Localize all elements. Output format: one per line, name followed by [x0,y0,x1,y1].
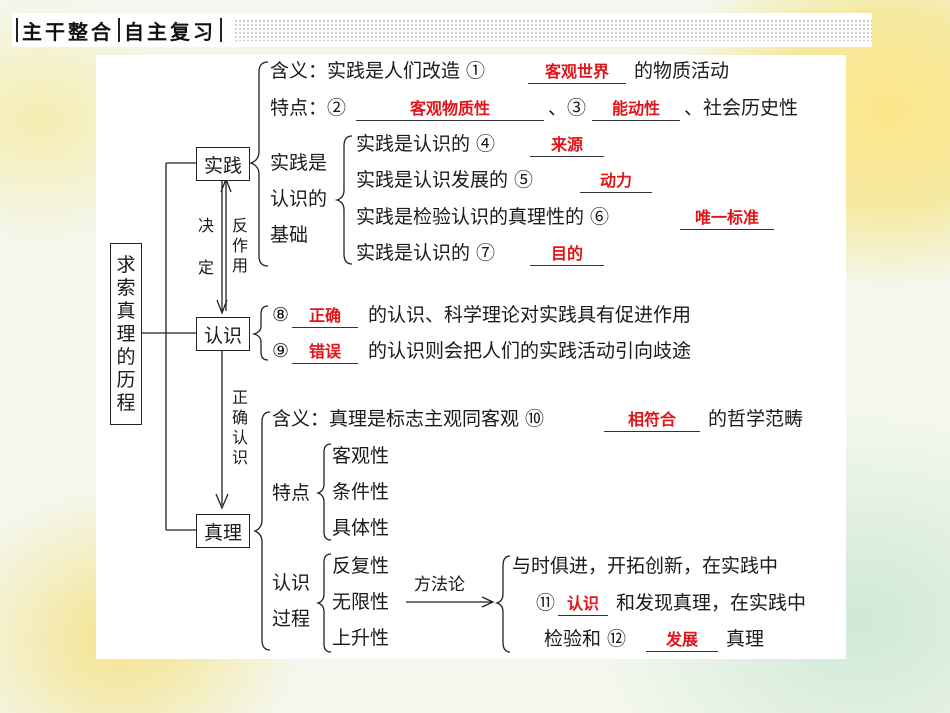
cognition-line2-prefix: ⑨ [272,340,290,362]
answer-5: 动力 [580,171,652,193]
basis-item-prefix: 实践是检验认识的真理性的 ⑥ [356,206,610,228]
method-line3-prefix: 检验和 ⑫ [544,628,627,650]
correct-char: 认 [232,428,249,447]
truth-features-label: 特点 [272,482,311,504]
answer-6: 唯一标准 [680,208,774,230]
answer-7: 目的 [530,244,604,266]
root-char: 索 [116,276,136,299]
truth-feature-item: 条件性 [332,481,390,503]
basis-label-line: 实践是 [270,152,328,174]
truth-meaning-suffix: 的哲学范畴 [708,408,804,430]
method-line1: 与时俱进，开拓创新，在实践中 [512,555,779,577]
truth-process-item: 反复性 [332,555,390,577]
header-bar: 主干整合 自主复习 [12,13,872,47]
decide-char: 决 [198,216,215,235]
answer-8: 正确 [292,306,358,328]
method-line2-prefix: ⑪ [536,592,556,614]
basis-label-line: 认识的 [270,188,328,210]
header-title-left: 主干整合 [22,19,114,44]
truth-meaning-prefix: 含义：真理是标志主观同客观 ⑩ [272,408,545,430]
correct-char: 确 [232,408,249,427]
basis-item-prefix: 实践是认识的 ④ [356,133,496,155]
truth-process-label: 认识 [272,572,311,594]
react-label: 反 作 用 [232,216,248,276]
cognition-line1-prefix: ⑧ [272,304,290,326]
practice-features-mid: 、③ [548,97,587,119]
methodology-label: 方法论 [414,575,465,595]
react-char: 作 [232,236,249,255]
cognition-node: 认识 [196,317,250,351]
truth-process-item: 无限性 [332,591,390,613]
basis-item-prefix: 实践是认识的 ⑦ [356,242,496,264]
truth-feature-item: 客观性 [332,445,390,467]
root-char: 的 [116,345,136,368]
correct-cognition-label: 正 确 认 识 [232,388,248,468]
truth-feature-item: 具体性 [332,517,390,539]
answer-3: 能动性 [592,99,680,121]
react-char: 反 [232,216,249,235]
practice-meaning-suffix: 的物质活动 [634,60,730,82]
root-char: 求 [116,253,136,276]
root-char: 真 [116,299,136,322]
decide-label: 决 定 [198,216,214,278]
answer-2: 客观物质性 [356,99,544,121]
answer-1: 客观世界 [528,62,626,84]
answer-4: 来源 [530,135,604,157]
root-node-box: 求 索 真 理 的 历 程 [110,243,142,425]
correct-char: 正 [232,388,249,407]
basis-item-prefix: 实践是认识发展的 ⑤ [356,169,534,191]
answer-11: 认识 [558,594,608,616]
root-char: 程 [116,391,136,414]
method-line3-suffix: 真理 [726,628,765,650]
truth-node: 真理 [196,514,250,548]
method-line2-suffix: 和发现真理，在实践中 [616,592,807,614]
practice-features-suffix: 、社会历史性 [684,97,799,119]
truth-process-item: 上升性 [332,627,390,649]
truth-process-label: 过程 [272,608,311,630]
react-char: 用 [232,256,249,275]
answer-12: 发展 [646,630,718,652]
correct-char: 识 [232,448,249,467]
header-dot-pattern [234,19,872,41]
header-title-right: 自主复习 [124,19,216,44]
header-divider-left [16,18,18,42]
cognition-line2-suffix: 的认识则会把人们的实践活动引向歧途 [368,340,692,362]
practice-meaning-prefix: 含义：实践是人们改造 ① [270,60,486,82]
answer-10: 相符合 [604,410,700,432]
decide-char: 定 [198,258,215,277]
answer-9: 错误 [292,342,358,364]
header-divider-right [220,18,222,42]
root-char: 历 [116,368,136,391]
header-divider-mid [118,18,120,42]
root-char: 理 [116,322,136,345]
basis-label-line: 基础 [270,224,309,246]
cognition-line1-suffix: 的认识、科学理论对实践具有促进作用 [368,304,692,326]
practice-node: 实践 [196,147,250,181]
practice-features-prefix: 特点：② [270,97,347,119]
